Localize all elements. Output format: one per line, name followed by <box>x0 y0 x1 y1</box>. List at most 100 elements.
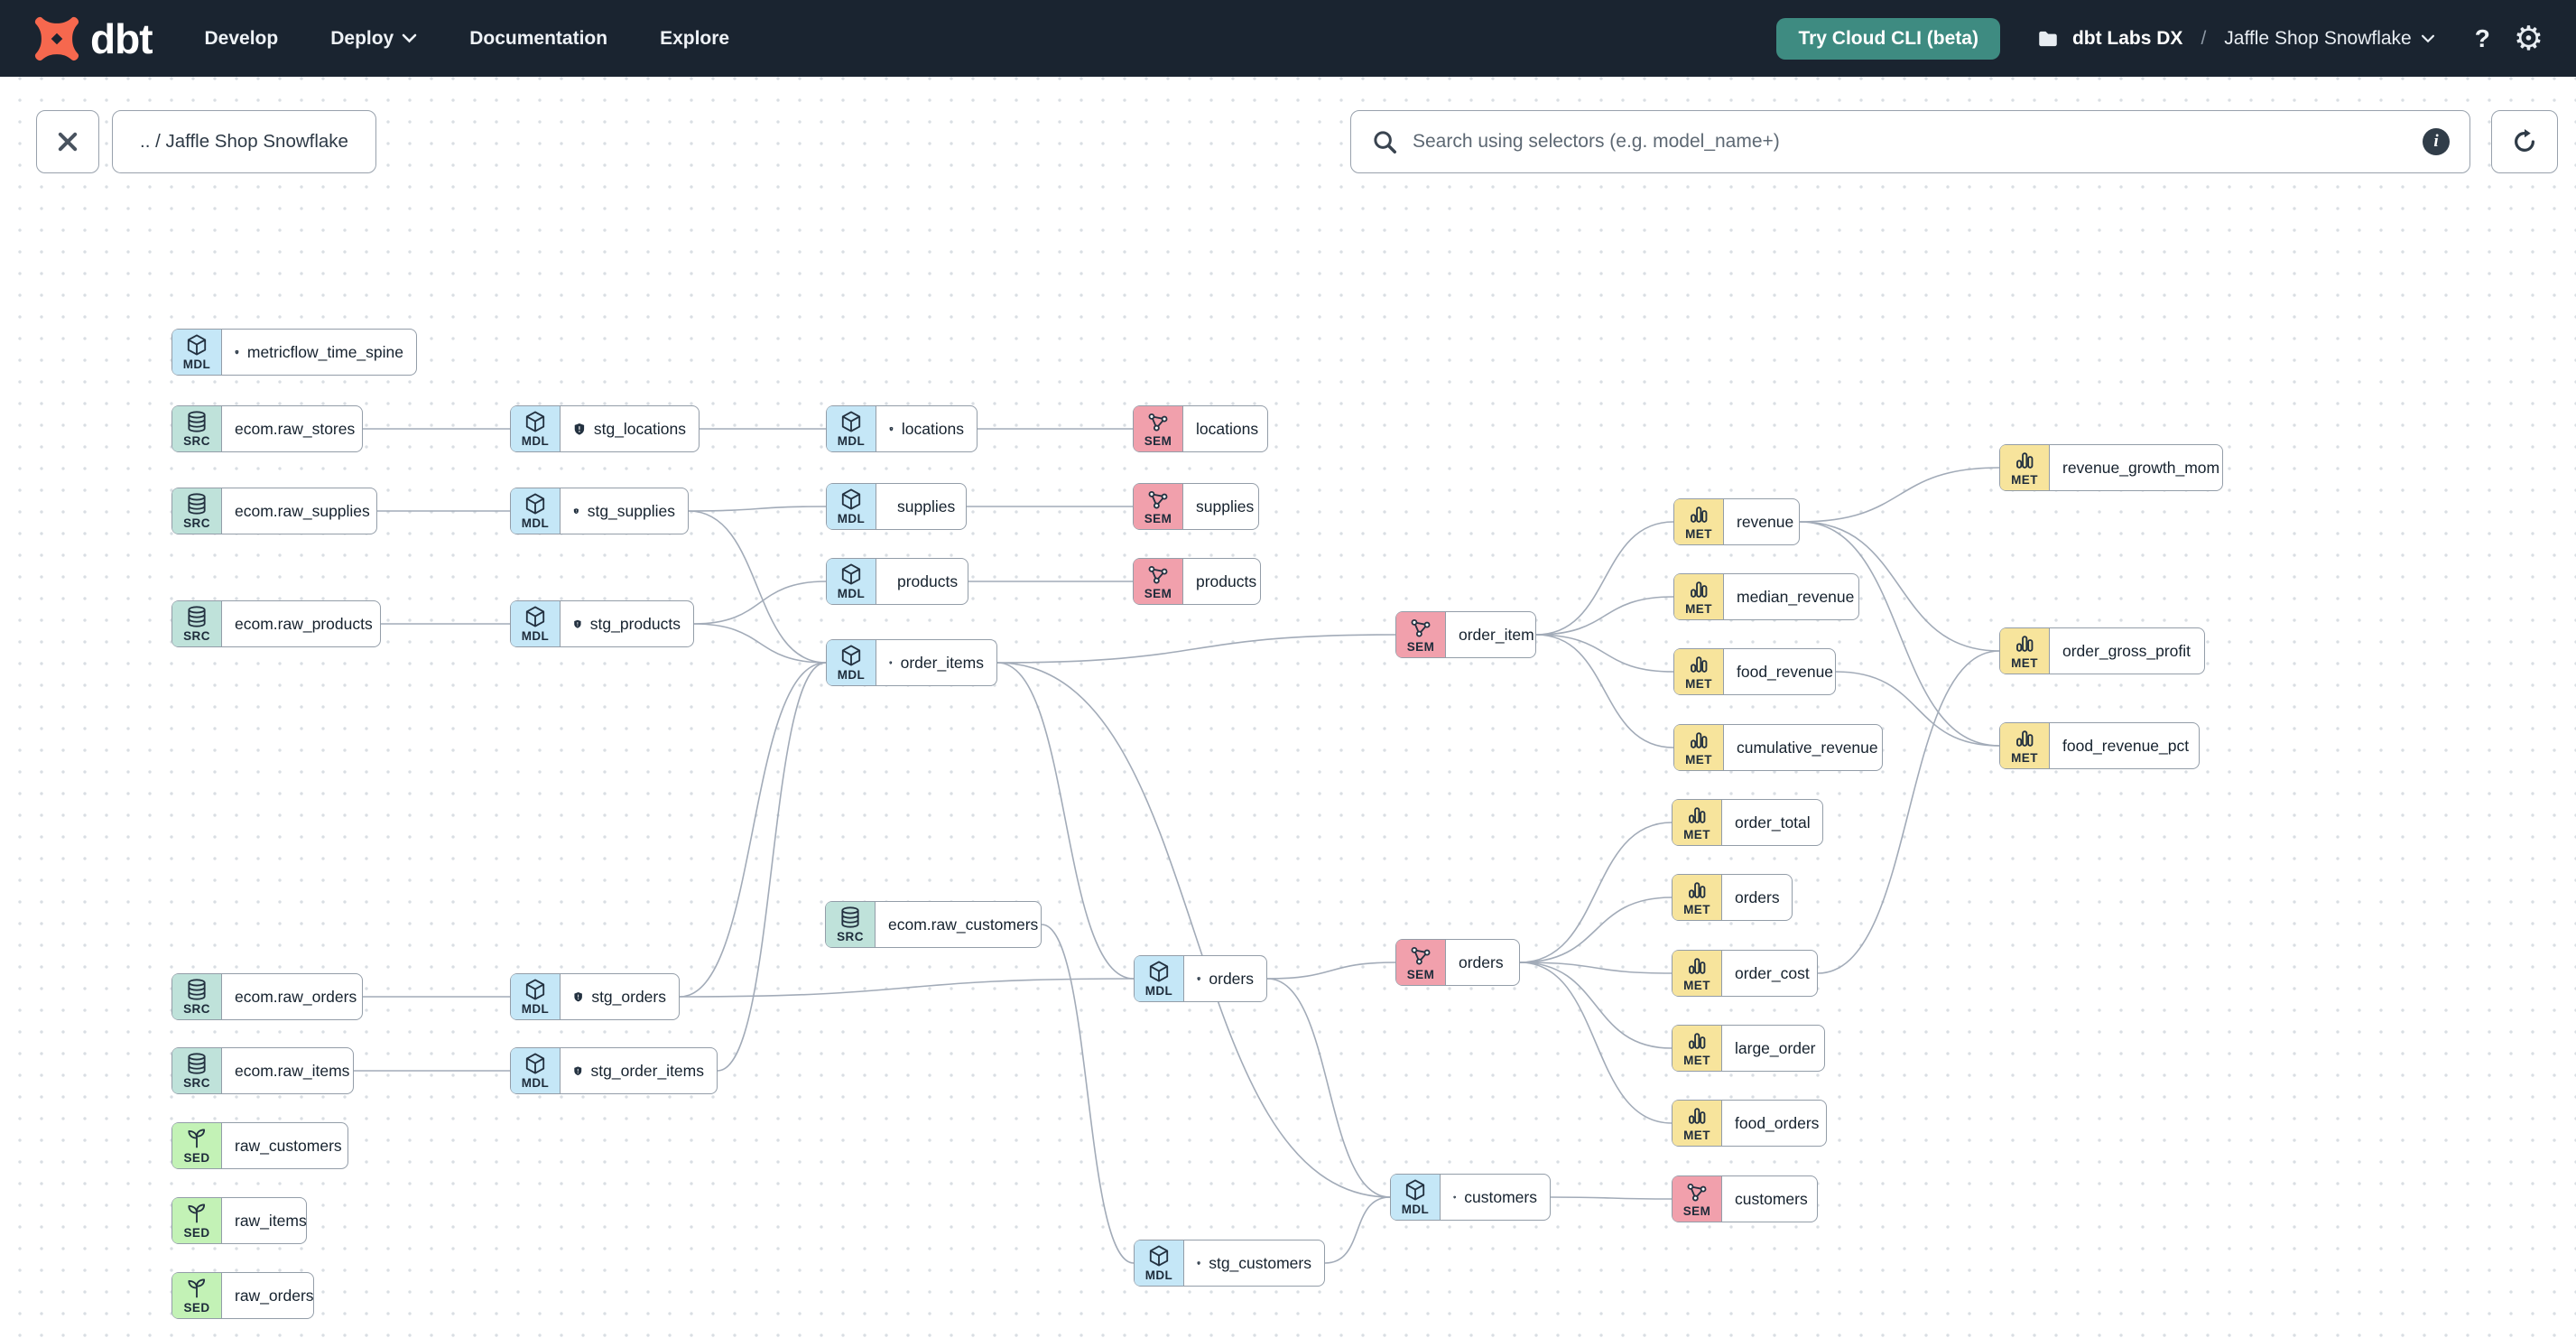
node-mdl_order_items[interactable]: MDL order_items <box>826 639 997 686</box>
node-type-label: MDL <box>837 668 866 683</box>
try-cloud-cli-button[interactable]: Try Cloud CLI (beta) <box>1776 17 2000 60</box>
node-mdl_time_spine[interactable]: MDL metricflow_time_spine <box>171 329 417 376</box>
node-type-label: MET <box>1683 1129 1710 1143</box>
node-label: stg_orders <box>591 987 666 1006</box>
selector-search[interactable]: Search using selectors (e.g. model_name+… <box>1350 110 2470 173</box>
node-label: ecom.raw_orders <box>235 987 357 1006</box>
dbt-logo[interactable]: dbt <box>32 14 153 63</box>
node-type-label: SEM <box>1406 968 1435 982</box>
nav-item-develop[interactable]: Develop <box>204 27 279 49</box>
node-label: cumulative_revenue <box>1737 738 1878 757</box>
node-label: order_items <box>900 653 984 672</box>
node-type-label: MDL <box>1144 1268 1173 1283</box>
cube-icon: MDL <box>511 974 561 1019</box>
shield-icon <box>574 423 585 435</box>
bar-chart-icon: MET <box>1673 1101 1722 1146</box>
node-type-label: MDL <box>521 629 550 644</box>
node-type-label: MDL <box>182 358 211 372</box>
lineage-canvas[interactable] <box>0 77 2576 1338</box>
cube-icon: MDL <box>511 601 561 646</box>
node-label: metricflow_time_spine <box>246 342 403 361</box>
nav-item-documentation[interactable]: Documentation <box>469 27 608 49</box>
node-stg_locations[interactable]: MDL stg_locations <box>510 405 700 452</box>
node-label: revenue_growth_mom <box>2062 458 2220 477</box>
node-label: stg_locations <box>593 419 686 438</box>
cube-icon: MDL <box>511 406 561 451</box>
node-stg_orders[interactable]: MDL stg_orders <box>510 973 680 1020</box>
info-icon[interactable]: i <box>2423 128 2450 155</box>
shield-icon <box>1197 977 1200 981</box>
node-type-label: SRC <box>183 516 210 531</box>
nav-item-deploy[interactable]: Deploy <box>330 28 417 50</box>
node-label: ecom.raw_supplies <box>235 501 370 520</box>
dbt-logo-icon <box>34 16 79 60</box>
project-selector[interactable]: Jaffle Shop Snowflake <box>2224 28 2434 50</box>
node-label: stg_products <box>589 614 681 633</box>
cube-icon: MDL <box>827 559 876 604</box>
gear-icon[interactable]: ⚙ <box>2513 20 2544 57</box>
node-type-label: MDL <box>521 516 550 531</box>
node-src_supplies[interactable]: SRC ecom.raw_supplies <box>171 488 377 534</box>
account-name[interactable]: dbt Labs DX <box>2071 27 2183 49</box>
share-network-icon: SEM <box>1134 406 1183 451</box>
help-icon[interactable]: ? <box>2474 23 2490 52</box>
lineage-breadcrumb[interactable]: .. / Jaffle Shop Snowflake <box>112 110 376 173</box>
database-icon: SRC <box>172 601 222 646</box>
close-lineage-button[interactable] <box>36 110 99 173</box>
node-type-label: MET <box>2011 751 2038 766</box>
bar-chart-icon: MET <box>2000 723 2050 768</box>
seedling-icon: SED <box>172 1198 222 1243</box>
seedling-icon: SED <box>172 1273 222 1318</box>
cube-icon: MDL <box>1135 1240 1184 1286</box>
search-icon <box>1374 131 1396 153</box>
cube-icon: MDL <box>827 640 876 685</box>
node-label: raw_customers <box>235 1136 342 1155</box>
nav-item-explore[interactable]: Explore <box>660 27 730 49</box>
node-stg_order_items[interactable]: MDL stg_order_items <box>510 1047 718 1094</box>
cube-icon: MDL <box>511 1048 561 1093</box>
node-type-label: SED <box>183 1301 210 1315</box>
node-label: stg_order_items <box>590 1061 704 1080</box>
node-stg_products[interactable]: MDL stg_products <box>510 600 694 647</box>
shield-icon <box>1453 1195 1456 1199</box>
node-label: ecom.raw_items <box>235 1061 350 1080</box>
node-type-label: MDL <box>521 1002 550 1017</box>
shield-icon <box>573 508 579 515</box>
cube-icon: MDL <box>1391 1175 1441 1220</box>
node-type-label: SRC <box>837 930 864 944</box>
refresh-button[interactable] <box>2491 110 2558 173</box>
